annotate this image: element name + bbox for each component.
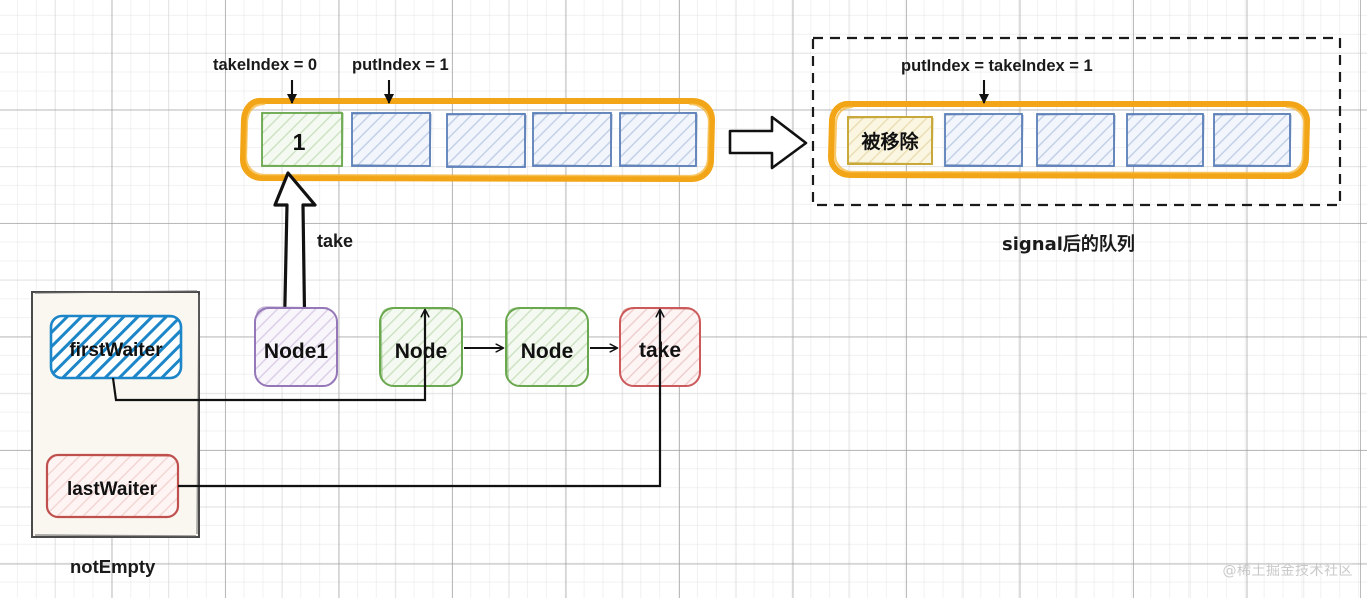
node-chain-item-1: Node [379,307,463,387]
right-queue-cell-1 [944,113,1024,167]
right-queue-cell-2 [1036,113,1116,167]
node-chain-item-2-label: Node [521,340,574,363]
right-queue-cell-0: 被移除 [847,115,934,165]
after-signal-caption: signal后的队列 [1002,234,1135,255]
watermark: @稀土掘金技术社区 [1222,563,1353,579]
after-signal-dashed-region [811,36,1342,207]
left-queue-cell-3 [532,112,613,167]
left-queue-cell-2 [446,112,527,168]
first-waiter-label: firstWaiter [69,340,163,361]
last-waiter-label: lastWaiter [67,479,158,500]
right-queue-container [828,100,1310,179]
node-chain-item-0: Node1 [254,306,338,387]
left-queue-container [240,97,715,182]
node-chain-item-2: Node [505,307,589,387]
last-waiter-connector [178,310,660,488]
left-queue-cell-0: 1 [261,111,344,167]
left-queue-cell-4 [619,112,698,167]
put-index-label: putIndex = 1 [352,56,449,74]
node-chain-item-0-label: Node1 [264,340,329,363]
left-queue-cell-0-label: 1 [293,129,306,155]
right-queue-cell-0-label: 被移除 [861,130,919,153]
right-index-label: putIndex = takeIndex = 1 [901,57,1093,75]
last-waiter-box: lastWaiter [45,453,180,519]
right-queue-cell-4 [1213,113,1292,167]
take-index-label: takeIndex = 0 [213,56,318,74]
first-waiter-box: firstWaiter [49,314,183,380]
transition-arrow-icon [728,115,808,170]
take-arrow-label: take [317,231,354,251]
first-waiter-connector [111,310,425,402]
right-queue-cell-3 [1126,113,1205,167]
node-chain-item-1-label: Node [395,340,448,363]
not-empty-caption: notEmpty [70,556,156,577]
left-queue-cell-1 [351,111,432,167]
